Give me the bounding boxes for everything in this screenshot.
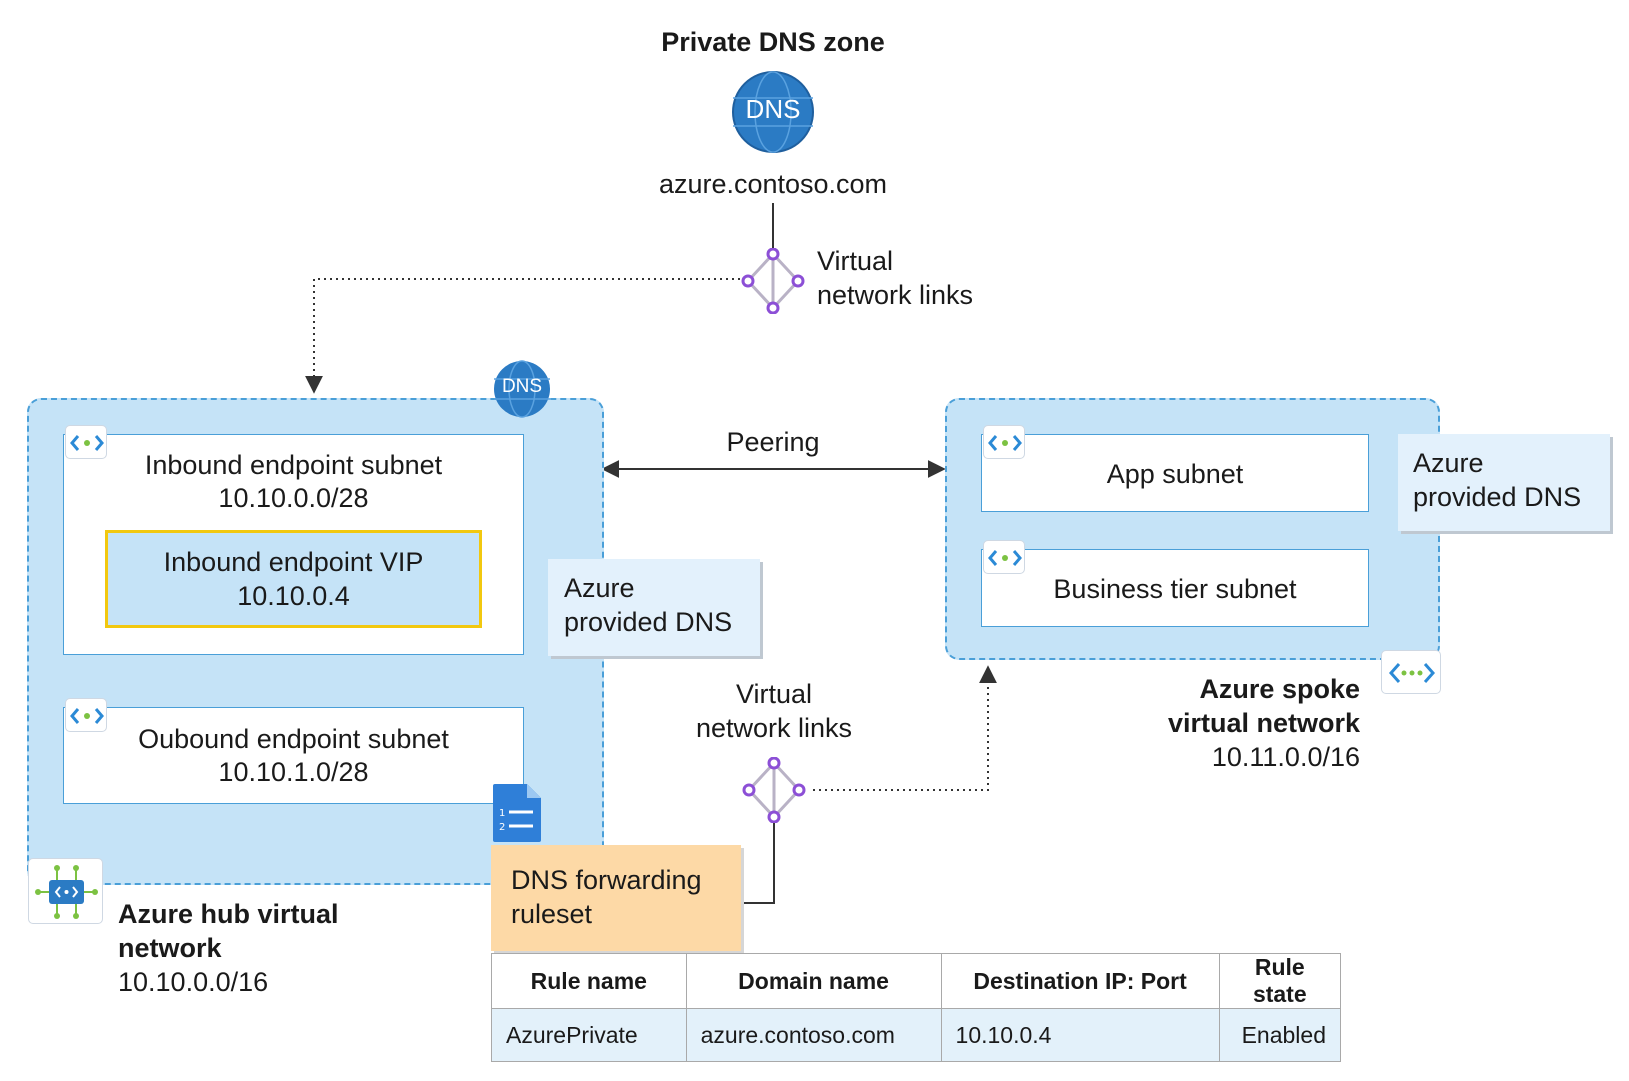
dns-zone-title: Private DNS zone	[661, 27, 885, 57]
ruleset-document-icon[interactable]: 1 2	[491, 782, 543, 844]
link-to-spoke-dotted	[813, 665, 997, 791]
header-destination: Destination IP: Port	[940, 953, 1220, 1009]
virtual-network-icon	[35, 865, 98, 919]
subnet-arrows-icon	[988, 550, 1022, 566]
hub-vnet-icon	[28, 858, 103, 924]
dns-globe-icon	[732, 71, 814, 153]
inbound-endpoint-vip[interactable]: Inbound endpoint VIP 10.10.0.4	[105, 530, 482, 628]
subnet-icon-outbound	[65, 698, 107, 732]
vnet-links-label-bottom: Virtual network links	[695, 679, 853, 743]
hub-dns-badge-text: DNS	[501, 376, 543, 397]
vnet-links-label-top: Virtual network links	[817, 246, 974, 310]
dns-zone-icon-text: DNS	[745, 94, 801, 124]
inbound-subnet-cidr: 10.10.0.0/28	[218, 483, 369, 513]
peering-label: Peering	[726, 427, 820, 457]
spoke-vnet-cidr: 10.11.0.0/16	[1211, 742, 1360, 772]
subnet-arrows-icon	[70, 708, 104, 724]
inbound-vip-ip: 10.10.0.4	[237, 581, 350, 611]
svg-text:2: 2	[499, 822, 505, 833]
link-to-hub-dotted	[305, 278, 740, 394]
header-rule-name: Rule name	[491, 953, 687, 1009]
app-subnet-name: App subnet	[1106, 459, 1244, 489]
forwarding-rules-table: Rule name Domain name Destination IP: Po…	[491, 953, 1342, 1062]
hub-vnet-title: Azure hub virtual network	[118, 899, 339, 963]
ruleset-link-line	[741, 820, 775, 904]
spoke-vnet-title: Azure spoke virtual network	[1167, 674, 1360, 738]
cell-rule-name: AzurePrivate	[491, 1008, 687, 1062]
header-domain-name: Domain name	[685, 953, 942, 1009]
dns-zone-domain: azure.contoso.com	[658, 169, 888, 199]
outbound-endpoint-subnet[interactable]	[63, 707, 524, 804]
subnet-icon-app	[983, 425, 1025, 459]
hub-dns-badge[interactable]: DNS	[492, 359, 552, 419]
table-row[interactable]: AzurePrivate azure.contoso.com 10.10.0.4…	[491, 1008, 1342, 1062]
table-header-row: Rule name Domain name Destination IP: Po…	[491, 953, 1342, 1009]
virtual-network-icon	[1388, 663, 1436, 683]
hub-dns-globe-icon	[494, 360, 550, 418]
subnet-arrows-icon	[988, 435, 1022, 451]
spoke-azure-provided-dns: Azure provided DNS	[1398, 434, 1610, 531]
outbound-subnet-cidr: 10.10.1.0/28	[218, 757, 369, 787]
cell-domain-name: azure.contoso.com	[685, 1008, 942, 1062]
subnet-icon-inbound	[65, 425, 107, 459]
cell-destination: 10.10.0.4	[940, 1008, 1220, 1062]
app-subnet[interactable]	[981, 434, 1369, 512]
cell-rule-state: Enabled	[1218, 1008, 1342, 1062]
hub-azure-provided-dns: Azure provided DNS	[548, 559, 760, 656]
business-tier-subnet[interactable]	[981, 549, 1369, 627]
subnet-icon-business	[983, 540, 1025, 574]
dns-zone-icon[interactable]: DNS	[731, 70, 815, 154]
outbound-subnet-name: Oubound endpoint subnet	[138, 724, 449, 754]
vnet-links-icon-bottom[interactable]	[741, 757, 807, 823]
business-subnet-name: Business tier subnet	[1053, 574, 1297, 604]
header-rule-state: Rule state	[1218, 953, 1342, 1009]
inbound-subnet-name: Inbound endpoint subnet	[144, 450, 443, 480]
spoke-vnet-icon	[1381, 650, 1441, 694]
dns-forwarding-ruleset[interactable]: DNS forwarding ruleset	[491, 845, 741, 951]
inbound-vip-name: Inbound endpoint VIP	[163, 547, 424, 577]
svg-text:1: 1	[499, 808, 505, 819]
subnet-arrows-icon	[70, 435, 104, 451]
vnet-links-icon-top[interactable]	[740, 248, 806, 314]
hub-vnet-cidr: 10.10.0.0/16	[118, 967, 269, 997]
